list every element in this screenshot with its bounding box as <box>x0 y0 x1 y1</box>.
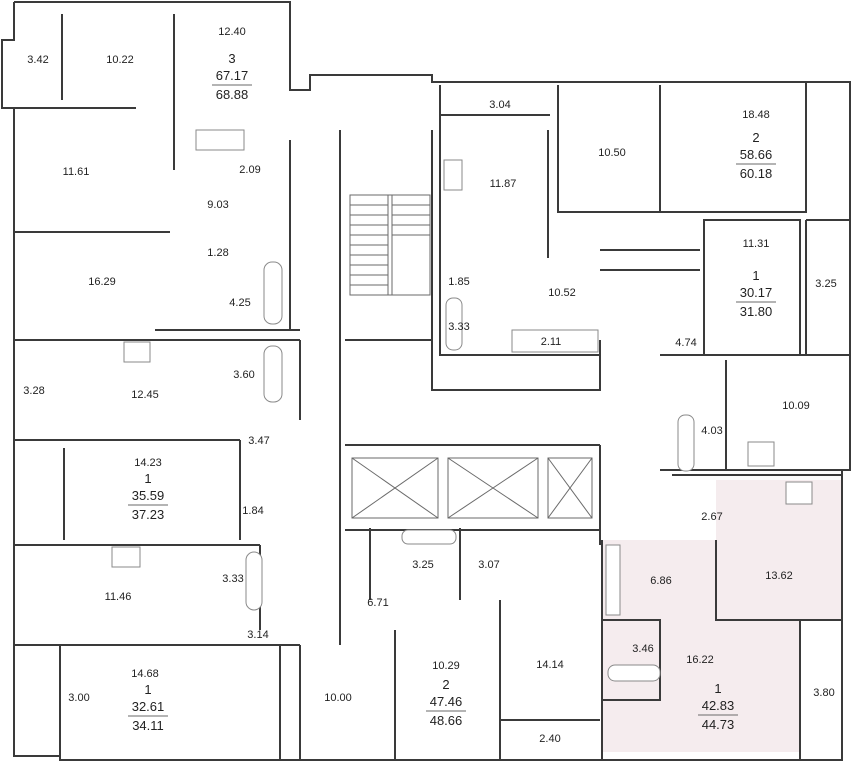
room-area: 14.14 <box>536 659 564 671</box>
room-area: 3.28 <box>23 385 44 397</box>
room-area: 6.71 <box>367 597 388 609</box>
room-area: 10.09 <box>782 400 810 412</box>
apartment-living: 32.61 <box>132 699 165 714</box>
room-area: 4.03 <box>701 425 722 437</box>
apartment-rooms: 1 <box>714 681 721 696</box>
room-area: 13.62 <box>765 570 793 582</box>
room-area: 3.14 <box>247 629 268 641</box>
apartment-labels: 3 67.17 68.88 2 58.66 60.18 1 30.17 31.8… <box>128 51 776 733</box>
apartment-total: 44.73 <box>702 717 735 732</box>
apartment-total: 34.11 <box>132 718 164 733</box>
room-area: 3.25 <box>815 278 836 290</box>
room-area: 18.48 <box>742 109 770 121</box>
apartment-rooms: 1 <box>144 682 151 697</box>
highlighted-apartment <box>602 480 842 752</box>
room-area: 10.22 <box>106 54 134 66</box>
room-area: 10.52 <box>548 287 576 299</box>
apartment-a2: 2 58.66 60.18 <box>736 130 776 181</box>
room-area: 11.87 <box>490 178 517 190</box>
room-area: 2.67 <box>701 511 722 523</box>
room-area: 9.03 <box>207 199 228 211</box>
room-area: 3.60 <box>233 369 254 381</box>
room-area: 2.40 <box>539 733 560 745</box>
apartment-a1: 3 67.17 68.88 <box>212 51 252 102</box>
room-area: 11.46 <box>105 591 132 603</box>
room-area: 12.45 <box>131 389 159 401</box>
apartment-a5: 1 32.61 34.11 <box>128 682 168 733</box>
room-area: 3.42 <box>27 54 48 66</box>
room-area: 14.23 <box>134 457 162 469</box>
room-area: 3.07 <box>478 559 499 571</box>
room-area: 3.47 <box>248 435 269 447</box>
apartment-total: 37.23 <box>132 507 165 522</box>
apartment-living: 47.46 <box>430 694 463 709</box>
room-area: 12.40 <box>218 26 246 38</box>
interior-walls <box>14 14 850 760</box>
apartment-living: 67.17 <box>216 68 249 83</box>
room-area: 1.85 <box>448 276 469 288</box>
apartment-rooms: 2 <box>752 130 759 145</box>
apartment-rooms: 3 <box>228 51 235 66</box>
room-area: 2.11 <box>541 336 562 348</box>
room-area: 16.29 <box>88 276 116 288</box>
apartment-rooms: 1 <box>144 471 151 486</box>
room-area: 2.09 <box>239 164 260 176</box>
room-area: 1.28 <box>207 247 228 259</box>
apartment-a6: 2 47.46 48.66 <box>426 677 466 728</box>
apartment-living: 35.59 <box>132 488 165 503</box>
room-area: 3.46 <box>632 643 653 655</box>
room-area: 3.33 <box>448 321 469 333</box>
room-area: 1.84 <box>242 505 263 517</box>
room-area: 10.50 <box>598 147 626 159</box>
apartment-total: 48.66 <box>430 713 463 728</box>
apartment-rooms: 2 <box>442 677 449 692</box>
apartment-living: 58.66 <box>740 147 773 162</box>
room-area: 10.00 <box>324 692 352 704</box>
room-area: 3.80 <box>813 687 834 699</box>
apartment-living: 30.17 <box>740 285 773 300</box>
room-area: 3.04 <box>489 99 510 111</box>
room-area: 6.86 <box>650 575 671 587</box>
room-area: 14.68 <box>131 668 159 680</box>
apartment-a7: 1 42.83 44.73 <box>698 681 738 732</box>
apartment-a3: 1 30.17 31.80 <box>736 268 776 319</box>
room-area: 4.25 <box>229 297 250 309</box>
room-area: 11.31 <box>743 238 770 250</box>
apartment-a4: 1 35.59 37.23 <box>128 471 168 522</box>
room-area: 16.22 <box>686 654 714 666</box>
fixtures <box>111 129 813 682</box>
apartment-rooms: 1 <box>752 268 759 283</box>
apartment-total: 68.88 <box>216 87 249 102</box>
apartment-total: 31.80 <box>740 304 773 319</box>
room-area: 3.25 <box>412 559 433 571</box>
apartment-total: 60.18 <box>740 166 773 181</box>
elevators <box>351 457 593 519</box>
apartment-living: 42.83 <box>702 698 735 713</box>
stairwell <box>349 194 431 296</box>
room-area: 11.61 <box>63 166 90 178</box>
room-area: 3.33 <box>222 573 243 585</box>
room-area: 3.00 <box>68 692 89 704</box>
room-area: 4.74 <box>675 337 696 349</box>
room-area: 10.29 <box>432 660 460 672</box>
room-labels: 3.42 10.22 12.40 11.61 2.09 9.03 1.28 16… <box>23 26 836 745</box>
